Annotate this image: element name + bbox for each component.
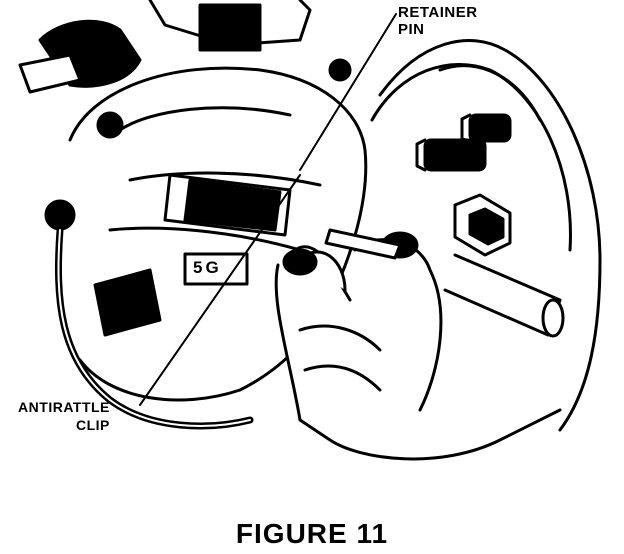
hub-nut [453,193,512,257]
caliper-stamp-box [183,252,249,286]
antirattle-clip-label-line2: CLIP [76,417,110,433]
retainer-pin-label-line2: PIN [398,21,425,38]
bleeder-fitting [18,19,142,231]
wheel-stud [460,113,512,143]
caliper-top-cylinder [148,0,352,82]
technician-hand [274,231,562,461]
wheel-stud [415,138,487,172]
figure-caption: FIGURE 11 [235,518,389,549]
retainer-pin [324,228,402,260]
antirattle-clip-label: ANTIRATTLE CLIP [6,398,110,434]
caliper-stamp-text: 5G [193,258,222,277]
brake-rotor [370,38,602,432]
brake-pad [163,173,292,237]
retainer-pin-leader [299,13,397,171]
antirattle-clip-label-line1: ANTIRATTLE [18,399,110,415]
retainer-pin-label: RETAINER PIN [398,4,478,38]
brake-hose [55,226,254,430]
antirattle-clip-leader [139,174,301,406]
retainer-pin-label-line1: RETAINER [398,4,478,21]
